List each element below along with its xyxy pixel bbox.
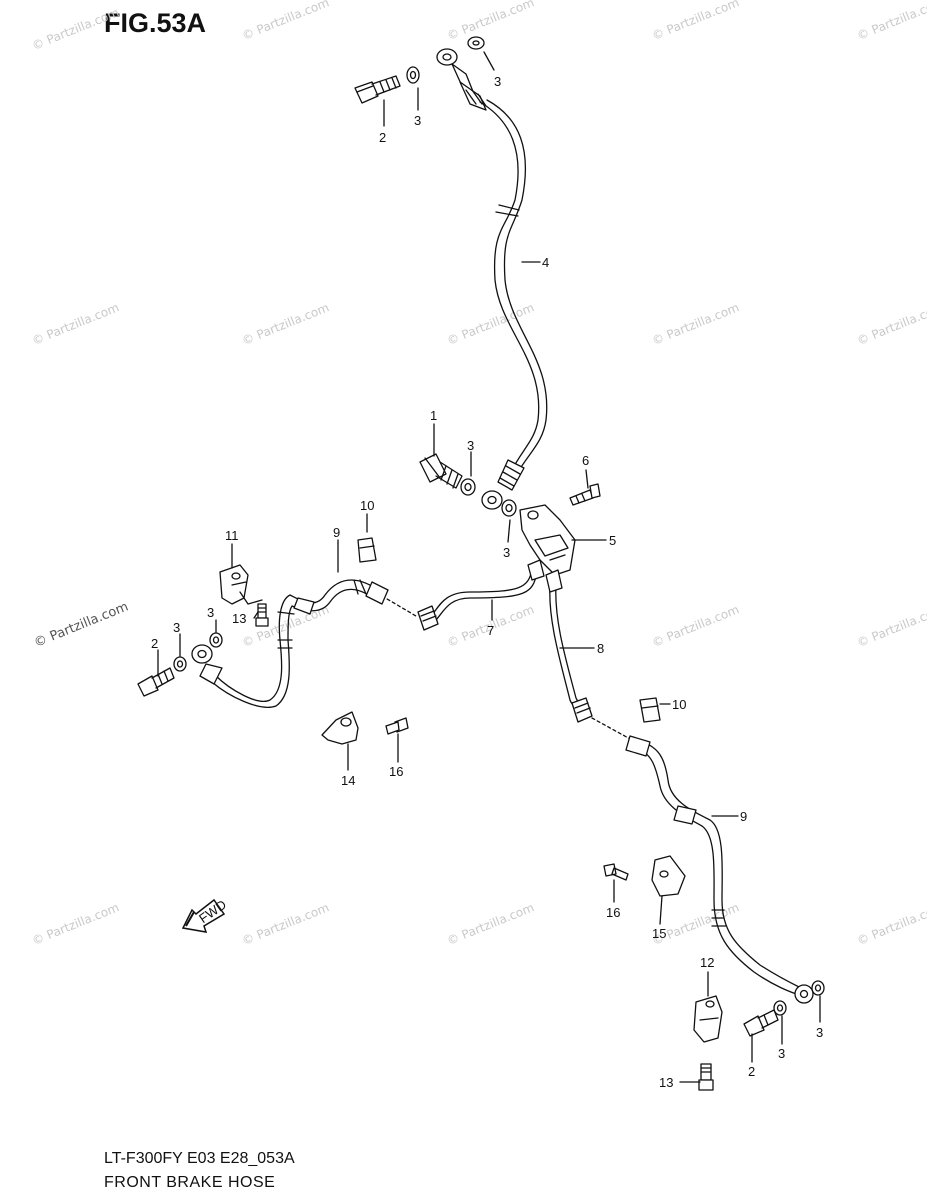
three-way-joint	[519, 504, 576, 576]
washer-left-b	[173, 656, 187, 672]
banjo-fitting-top	[436, 48, 487, 111]
callout-6: 6	[582, 453, 589, 468]
callout-11: 11	[225, 528, 239, 543]
clamp-bolt-right-upper	[603, 863, 629, 881]
clamp-bolt-mid	[385, 717, 409, 735]
callout-8: 8	[597, 641, 604, 656]
clamp-bolt-right-lower	[698, 1063, 714, 1091]
hose-clip-left	[357, 537, 377, 563]
washer-top-mid	[406, 66, 420, 84]
callout-3-right-a: 3	[816, 1025, 823, 1040]
callout-10-right: 10	[672, 697, 686, 712]
callout-3-center-low: 3	[503, 545, 510, 560]
hose-clamp-mid	[321, 711, 359, 745]
callout-3-top-mid: 3	[414, 113, 421, 128]
hose-clamp-right-upper	[651, 855, 686, 897]
callout-7: 7	[487, 623, 494, 638]
callout-9-left: 9	[333, 525, 340, 540]
hose-fitting-lower	[481, 459, 525, 510]
union-bolt-1	[419, 453, 463, 489]
callout-10-left: 10	[360, 498, 374, 513]
brake-hose-left	[211, 579, 389, 708]
callout-2-top: 2	[379, 130, 386, 145]
callout-3-right-b: 3	[778, 1046, 785, 1061]
callout-1: 1	[430, 408, 437, 423]
callout-16-right: 16	[606, 905, 620, 920]
callout-13-left: 13	[232, 611, 246, 626]
callout-4: 4	[542, 255, 549, 270]
section-name: FRONT BRAKE HOSE	[104, 1174, 276, 1191]
washer-center	[460, 478, 476, 496]
washer-center-low	[501, 499, 517, 517]
banjo-fitting-left	[191, 644, 213, 664]
forward-arrow-icon: FWD	[181, 897, 229, 933]
banjo-bolt-right	[743, 1009, 779, 1037]
model-code: LT-F300FY E03 E28_053A	[104, 1150, 295, 1167]
clamp-bolt-left	[255, 603, 269, 627]
brake-hose-right	[625, 735, 806, 997]
hose-clamp-right-lower	[693, 995, 723, 1043]
callout-3-left-b: 3	[173, 620, 180, 635]
washer-left-a	[209, 632, 223, 648]
brake-pipe-left	[431, 569, 533, 616]
washer-right-a	[811, 980, 825, 996]
callout-3-top-right: 3	[494, 74, 501, 89]
callout-14: 14	[341, 773, 355, 788]
callout-3-left-a: 3	[207, 605, 214, 620]
brake-hose-upper	[479, 101, 540, 471]
hose-clip-right	[639, 697, 661, 723]
callout-16-left: 16	[389, 764, 403, 779]
callout-9-right: 9	[740, 809, 747, 824]
washer-top-right	[467, 36, 485, 50]
callout-12: 12	[700, 955, 714, 970]
banjo-bolt-left	[137, 667, 175, 697]
callout-13-right: 13	[659, 1075, 673, 1090]
washer-right-b	[773, 1000, 787, 1016]
banjo-fitting-right	[794, 984, 814, 1004]
callout-2-left: 2	[151, 636, 158, 651]
callout-3-center: 3	[467, 438, 474, 453]
figure-title: FIG.53A	[104, 8, 207, 38]
callout-15: 15	[652, 926, 666, 941]
joint-bolt	[569, 483, 601, 506]
callout-5: 5	[609, 533, 616, 548]
callout-2-right: 2	[748, 1064, 755, 1079]
banjo-bolt-top	[354, 75, 401, 104]
